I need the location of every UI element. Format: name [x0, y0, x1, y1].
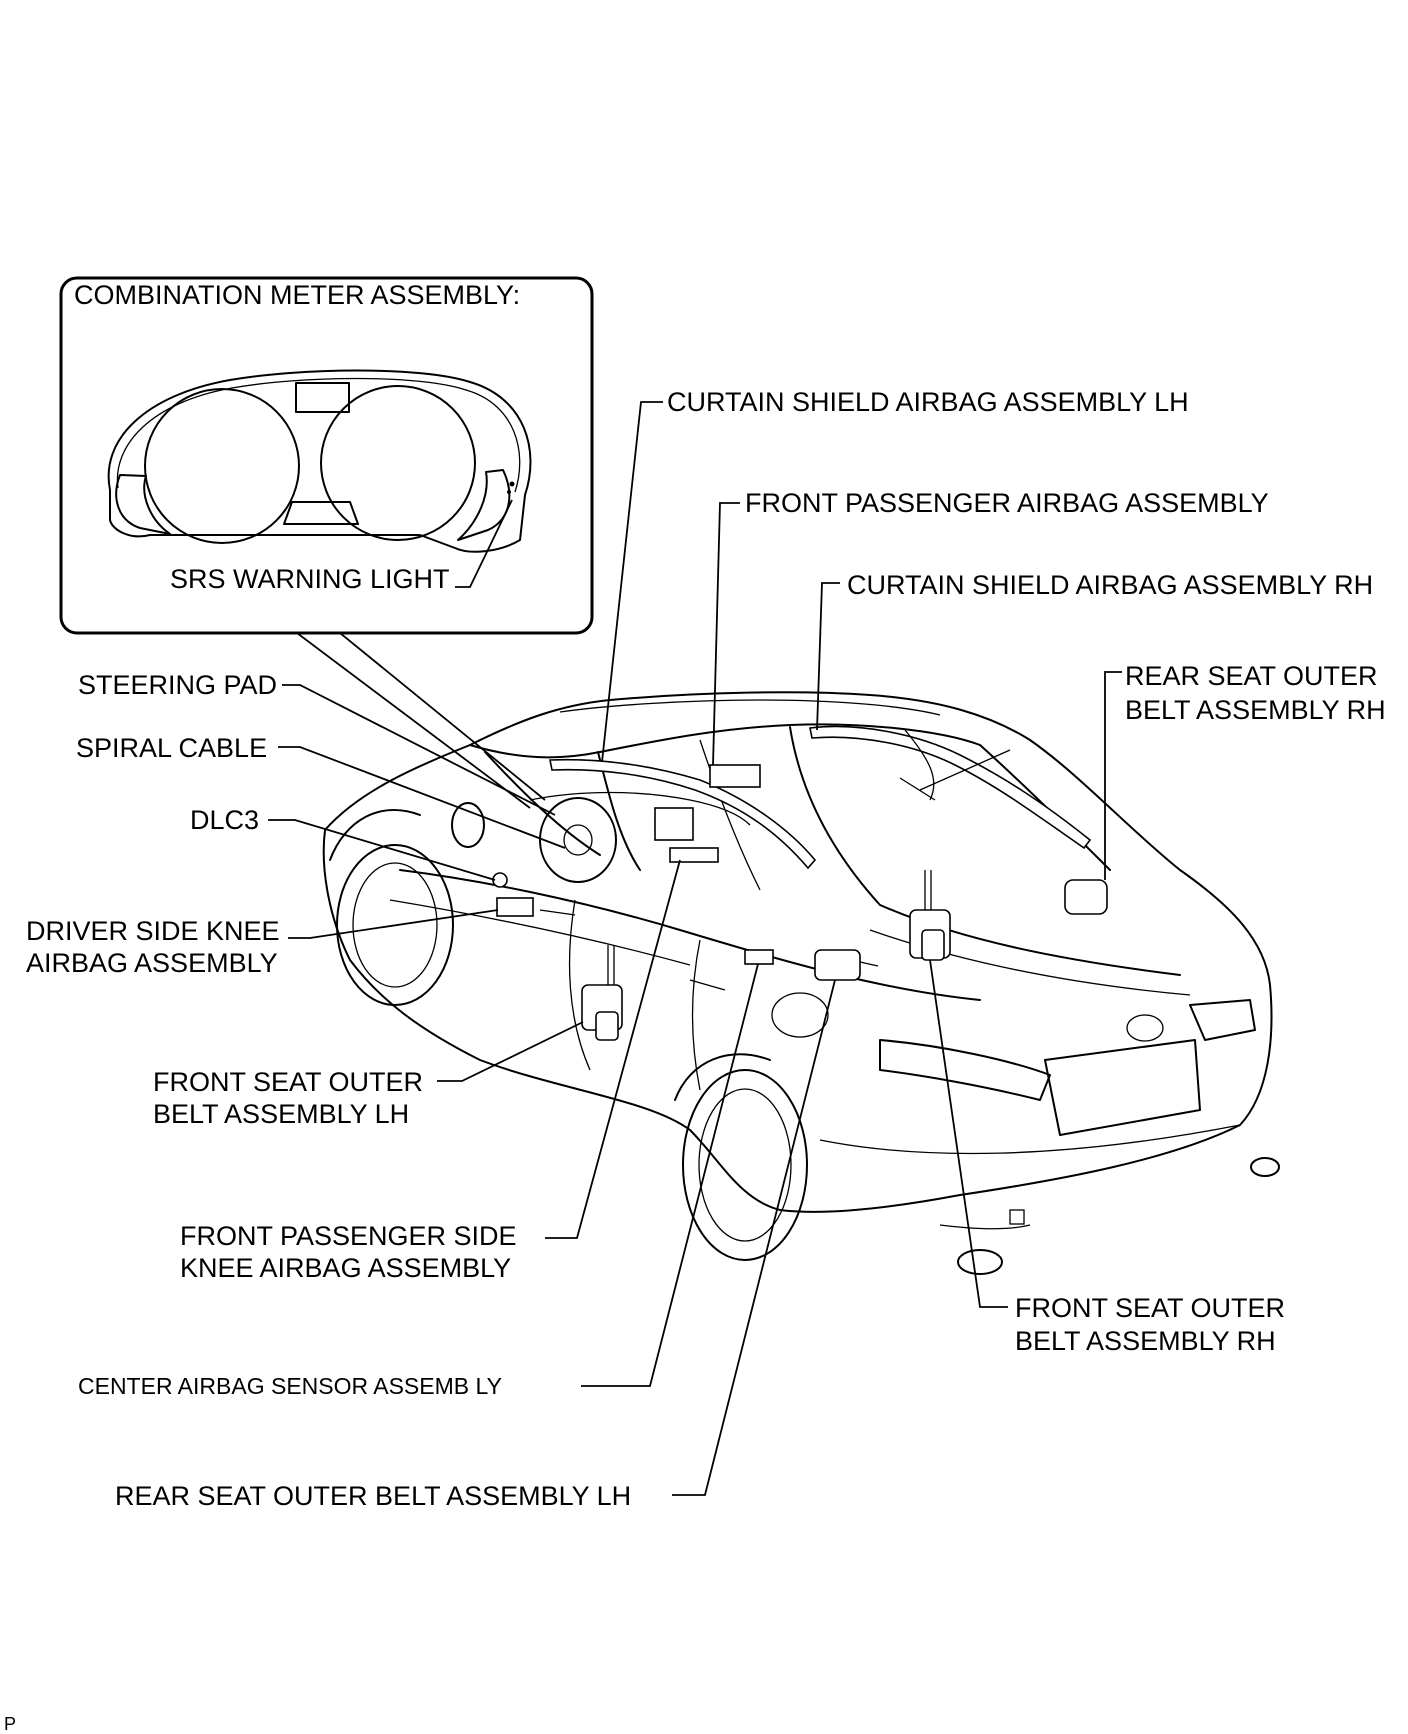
rear-belt-lh-label: REAR SEAT OUTER BELT ASSEMBLY LH — [115, 1481, 631, 1511]
spiral-cable-label: SPIRAL CABLE — [76, 733, 267, 763]
rear-belt-lh-retractor — [814, 949, 861, 981]
interior-components — [492, 725, 1108, 1041]
curtain-airbag-rh-label: CURTAIN SHIELD AIRBAG ASSEMBLY RH — [847, 570, 1373, 600]
combination-meter-drawing — [107, 369, 532, 553]
driver-knee-airbag-label-line1: DRIVER SIDE KNEE — [26, 916, 280, 946]
curtain-airbag-rh-leader — [816, 582, 840, 731]
front-passenger-airbag-label: FRONT PASSENGER AIRBAG ASSEMBLY — [745, 488, 1269, 518]
curtain-airbag-lh-leader — [601, 401, 663, 763]
driver-knee-airbag-label-line2: AIRBAG ASSEMBLY — [26, 948, 278, 978]
center-airbag-sensor-leader — [581, 963, 759, 1387]
inset-pointer-line — [296, 632, 531, 809]
curtain-airbag-lh-part — [549, 758, 817, 870]
front-belt-lh-label-line2: BELT ASSEMBLY LH — [153, 1099, 409, 1129]
rear-belt-rh-leader — [1104, 671, 1122, 880]
driver-knee-airbag-leader — [288, 909, 499, 939]
curtain-airbag-lh-label: CURTAIN SHIELD AIRBAG ASSEMBLY LH — [667, 387, 1189, 417]
steering-pad-leader — [282, 684, 556, 816]
center-airbag-sensor-label: CENTER AIRBAG SENSOR ASSEMB LY — [78, 1373, 502, 1399]
front-belt-lh-leader — [437, 1021, 584, 1082]
srs-warning-light-label: SRS WARNING LIGHT — [170, 564, 450, 594]
rear-belt-rh-label-line1: REAR SEAT OUTER — [1125, 661, 1378, 691]
steering-pad-label: STEERING PAD — [78, 670, 277, 700]
corner-mark: P — [4, 1714, 16, 1734]
front-belt-lh-label-line1: FRONT SEAT OUTER — [153, 1067, 423, 1097]
dlc3-leader — [268, 819, 496, 881]
inset-title: COMBINATION METER ASSEMBLY: — [74, 280, 520, 310]
front-belt-rh-label-line1: FRONT SEAT OUTER — [1015, 1293, 1285, 1323]
front-passenger-airbag-leader — [712, 502, 740, 766]
front-passenger-airbag-part — [654, 807, 694, 841]
vehicle-drawing — [322, 691, 1280, 1275]
inset-pointer-line — [339, 632, 546, 801]
passenger-knee-airbag-label-line2: KNEE AIRBAG ASSEMBLY — [180, 1253, 511, 1283]
front-belt-rh-leader — [929, 959, 1008, 1308]
passenger-knee-airbag-label-line1: FRONT PASSENGER SIDE — [180, 1221, 517, 1251]
dlc3-part — [492, 872, 508, 888]
rear-belt-lh-leader — [672, 979, 836, 1496]
srs-warning-light-icon — [509, 481, 515, 487]
dlc3-label: DLC3 — [190, 805, 259, 835]
passenger-knee-airbag-leader — [545, 859, 681, 1239]
rear-belt-rh-label-line2: BELT ASSEMBLY RH — [1125, 695, 1386, 725]
rear-belt-rh-retractor — [1064, 879, 1108, 915]
curtain-airbag-rh-part — [809, 725, 1092, 850]
srs-warning-light-leader — [455, 499, 513, 588]
passenger-knee-airbag-part — [669, 847, 719, 863]
front-passenger-airbag-module — [709, 764, 761, 788]
spiral-cable-leader — [278, 746, 566, 849]
combination-meter-inset: COMBINATION METER ASSEMBLY: SRS WARNING … — [59, 276, 594, 635]
center-airbag-sensor-part — [744, 949, 774, 965]
driver-knee-airbag-part — [496, 897, 534, 917]
front-belt-rh-label-line2: BELT ASSEMBLY RH — [1015, 1326, 1276, 1356]
